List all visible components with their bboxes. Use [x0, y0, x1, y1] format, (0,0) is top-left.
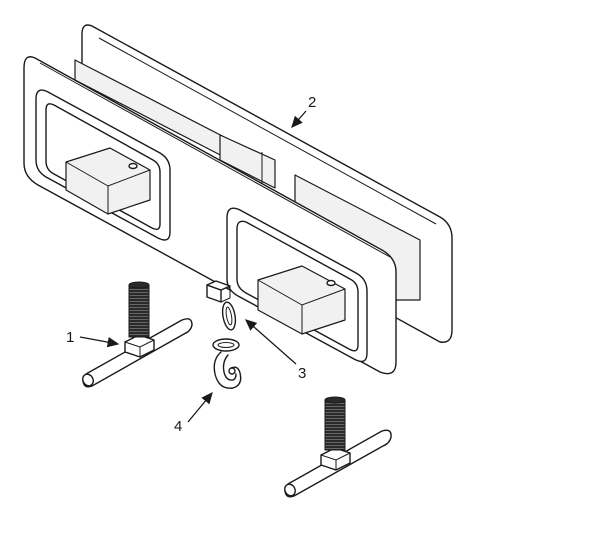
- callout-label-2: 2: [308, 94, 316, 111]
- callout-arrows: [79, 110, 307, 423]
- callout-arrow-3: [245, 319, 297, 365]
- hook: [213, 351, 242, 389]
- t-bolt-right: [284, 396, 392, 498]
- t-bolt-left: [82, 281, 193, 388]
- right-window: [226, 207, 368, 363]
- left-window: [35, 89, 171, 241]
- callout-arrow-4: [187, 391, 213, 423]
- callout-labels: 1 2 3 4: [66, 94, 316, 435]
- callout-label-4: 4: [174, 418, 182, 435]
- chain-link: [212, 301, 240, 352]
- callout-label-3: 3: [298, 365, 306, 382]
- hook-assembly: [206, 280, 242, 389]
- callout-arrow-1: [79, 336, 120, 348]
- callout-label-1: 1: [66, 329, 74, 346]
- callout-arrow-2: [291, 110, 307, 128]
